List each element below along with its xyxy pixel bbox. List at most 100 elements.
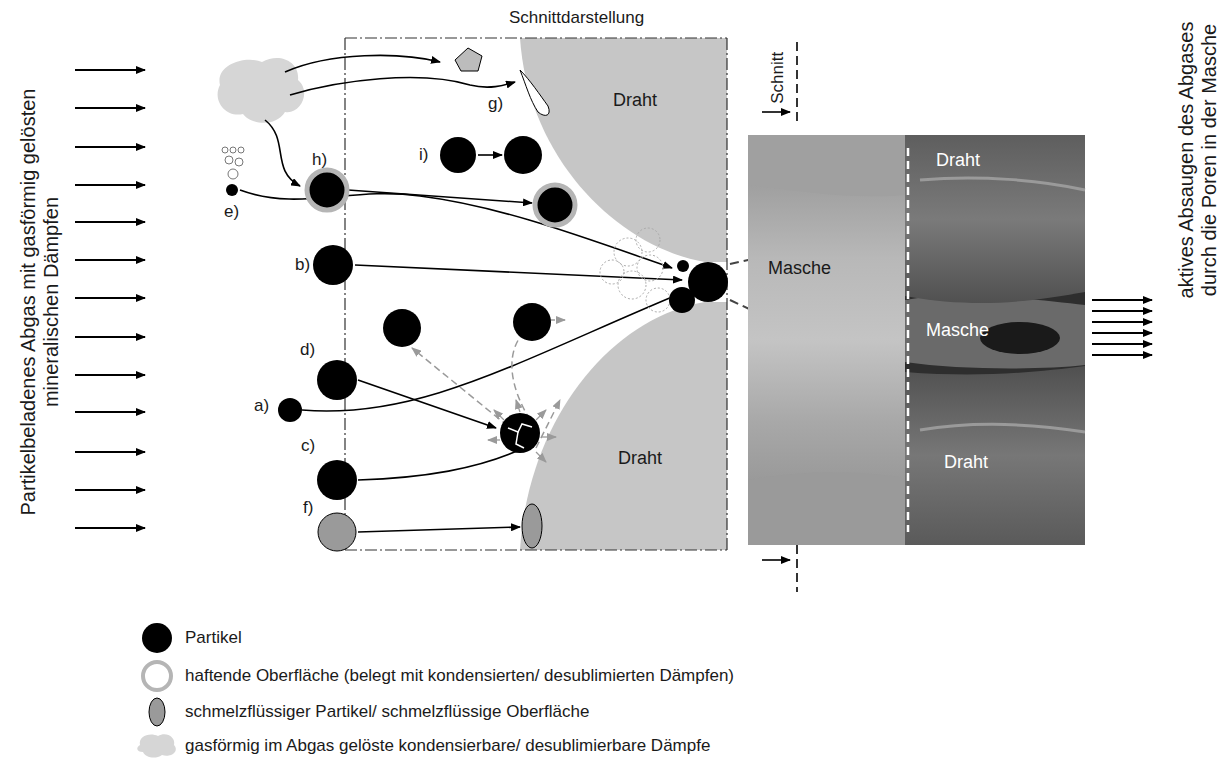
- cut-marks: [762, 111, 790, 113]
- rebound-paths: [412, 320, 565, 448]
- particle-paths: [358, 445, 530, 480]
- outflow-arrows: [1092, 300, 1152, 355]
- particles: [317, 460, 357, 500]
- section-frame: [345, 37, 727, 38]
- callout-letter: f): [303, 498, 313, 518]
- particles: [677, 260, 689, 272]
- wire-section: [520, 302, 727, 550]
- dotted-particles: [614, 238, 642, 266]
- coated-particles: [307, 170, 347, 210]
- section-frame: [726, 38, 727, 550]
- particle-crack: [508, 424, 532, 448]
- vapour-cloud: [218, 58, 305, 123]
- outflow-arrows: [1092, 354, 1152, 356]
- molten-particles: [318, 504, 542, 551]
- cut-marks: [796, 545, 798, 592]
- inflow-arrows: [75, 259, 145, 261]
- sem-photo: [920, 178, 1085, 190]
- legend-symbols: [149, 698, 165, 726]
- outflow-arrows: [1092, 310, 1152, 312]
- cut-label: Schnitt: [768, 38, 788, 118]
- inflow-arrows: [75, 221, 145, 223]
- legend-text: gasförmig im Abgas gelöste kondensierbar…: [185, 736, 710, 756]
- particle-crack: [516, 432, 524, 448]
- wire-label: Draht: [944, 452, 988, 473]
- sem-photo: [907, 148, 910, 532]
- particles: [226, 184, 238, 196]
- callout-letter: c): [301, 436, 315, 456]
- callout-letter: d): [300, 340, 315, 360]
- outflow-arrows: [1092, 343, 1152, 345]
- particles: [440, 137, 476, 173]
- section-title: Schnittdarstellung: [509, 8, 644, 28]
- fragment-arrows: [536, 410, 546, 420]
- legend-text: haftende Oberfläche (belegt mit kondensi…: [185, 666, 734, 686]
- inflow-arrows: [75, 184, 145, 186]
- sem-photo: [748, 135, 905, 196]
- wire-label: Draht: [936, 150, 980, 171]
- inflow-arrows: [75, 489, 145, 491]
- condensing-bubbles: [228, 169, 238, 179]
- sem-photo: [905, 135, 1085, 545]
- particle-paths: [478, 154, 502, 156]
- callout-letter: b): [295, 255, 310, 275]
- condensing-bubbles: [238, 147, 244, 153]
- callout-letter: h): [312, 150, 327, 170]
- particles: [500, 413, 540, 453]
- dotted-particles: [637, 255, 663, 281]
- deposit: [455, 48, 482, 71]
- inflow-label: Partikelbeladenes Abgas mit gasförmig ge…: [17, 87, 63, 517]
- condensing-bubbles: [230, 147, 236, 153]
- wire-label: Draht: [613, 90, 657, 111]
- fragment-arrows: [488, 400, 556, 462]
- particle-paths: [302, 292, 684, 411]
- particle-crack: [508, 424, 532, 432]
- particles: [513, 303, 551, 341]
- fragment-arrows: [516, 400, 520, 412]
- particle-paths: [240, 55, 684, 532]
- coated-particles: [307, 170, 575, 225]
- inflow-arrows: [75, 107, 145, 109]
- fragment-arrows: [488, 439, 500, 440]
- callout-letter: i): [419, 145, 428, 165]
- legend-text: schmelzflüssiger Partikel/ schmelzflüssi…: [185, 702, 589, 722]
- particle-paths: [265, 120, 300, 186]
- particles: [504, 136, 542, 174]
- outflow-arrows: [1092, 299, 1152, 301]
- callout-letter: a): [254, 396, 269, 416]
- inflow-arrows: [75, 527, 145, 529]
- legend-symbols: [137, 623, 176, 758]
- vapour-cloud: [218, 58, 305, 123]
- fragment-arrows: [542, 436, 556, 437]
- sem-photo: [920, 424, 1085, 432]
- inflow-arrows: [75, 70, 145, 528]
- mesh-label: Masche: [768, 258, 831, 279]
- molten-particles: [318, 513, 356, 551]
- inflow-arrows: [75, 297, 145, 299]
- particles: [383, 309, 421, 347]
- condensing-bubbles: [225, 156, 233, 164]
- particle-paths: [358, 527, 520, 532]
- section-frame: [345, 38, 727, 550]
- fragment-arrows: [494, 410, 504, 420]
- sem-photo: [980, 322, 1060, 354]
- particle-paths: [355, 265, 682, 280]
- wire-label: Draht: [618, 448, 662, 469]
- particle-paths: [348, 190, 532, 203]
- deposit: [455, 48, 549, 115]
- particles: [226, 136, 728, 500]
- cut-marks: [762, 559, 790, 561]
- wire-section: [520, 38, 727, 262]
- sem-photo: [905, 135, 1085, 303]
- particles: [317, 360, 357, 400]
- molten-particles: [522, 504, 542, 548]
- fragment-arrows: [536, 452, 546, 462]
- rebound-paths: [536, 400, 560, 448]
- mesh-label: Masche: [926, 320, 989, 341]
- callout-letter: e): [224, 202, 239, 222]
- inflow-arrows: [75, 374, 145, 376]
- condensing-bubbles: [222, 147, 244, 179]
- deposit: [520, 70, 549, 115]
- legend-symbols: [137, 734, 176, 757]
